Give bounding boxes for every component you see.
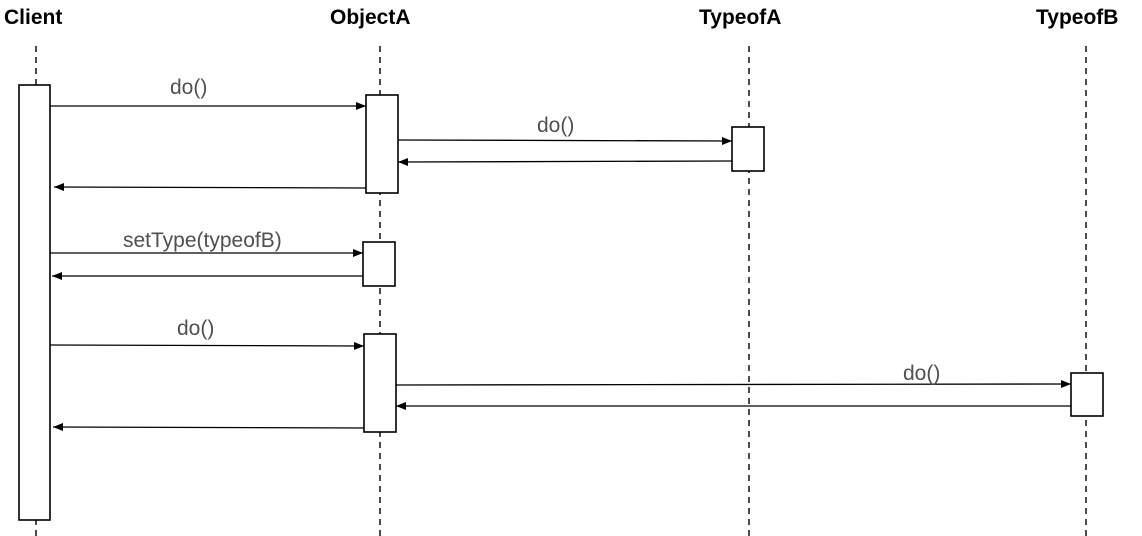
message-arrow-return-objecta-client-3 — [52, 423, 365, 432]
message-label-do-3: do() — [177, 317, 214, 340]
message-arrow-do-objecta-typeofa — [397, 136, 733, 145]
message-arrow-do-client-objecta-2 — [49, 341, 365, 350]
activation-typeofb — [1070, 372, 1104, 417]
activation-typeofa — [731, 126, 765, 172]
activation-objecta-1 — [365, 94, 399, 194]
participant-label-typeofa: TypeofA — [699, 6, 781, 29]
activation-objecta-2 — [362, 241, 396, 287]
participant-label-objecta: ObjectA — [330, 6, 411, 29]
participant-label-client: Client — [4, 6, 62, 29]
message-arrow-do-objecta-typeofb — [395, 380, 1072, 389]
message-arrow-return-typeofa-objecta — [397, 157, 733, 166]
message-label-do-1: do() — [170, 76, 207, 99]
message-arrow-return-objecta-client-1 — [53, 183, 367, 192]
message-label-do-2: do() — [537, 114, 574, 137]
message-label-settype: setType(typeofB) — [123, 229, 282, 252]
activation-client — [18, 84, 51, 521]
participant-label-typeofb: TypeofB — [1036, 6, 1118, 29]
message-label-do-4: do() — [903, 362, 940, 385]
activation-objecta-3 — [363, 333, 397, 433]
